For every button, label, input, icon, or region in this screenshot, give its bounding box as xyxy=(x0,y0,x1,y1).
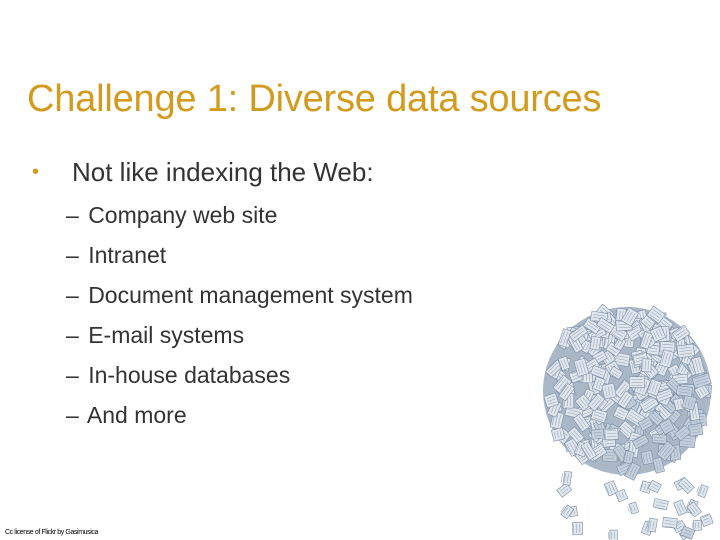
paper-sheet xyxy=(671,324,691,343)
bullet-text: Not like indexing the Web: xyxy=(72,157,374,187)
paper-sheet xyxy=(601,382,617,400)
paper-sheet xyxy=(556,482,573,498)
sub-bullet-text: E-mail systems xyxy=(88,322,245,348)
paper-sheet xyxy=(646,378,662,397)
paper-sheet xyxy=(646,517,658,533)
paper-sheet xyxy=(692,519,703,531)
paper-sheet xyxy=(638,394,660,414)
paper-ball-globe-image xyxy=(543,303,714,540)
paper-sheet xyxy=(550,427,566,442)
sub-bullet-text: Company web site xyxy=(88,202,278,228)
bullet-icon: • xyxy=(32,161,40,183)
paper-sheet xyxy=(617,390,634,409)
paper-sheet xyxy=(675,385,694,397)
sub-bullet-item: – Intranet xyxy=(66,238,413,278)
paper-sheet xyxy=(557,355,571,371)
paper-sheet xyxy=(652,456,665,474)
paper-sheet xyxy=(654,388,674,403)
sub-bullet-item: – Document management system xyxy=(66,278,413,318)
paper-sheet xyxy=(604,428,619,441)
paper-sheet xyxy=(656,440,677,462)
paper-sheet xyxy=(608,365,624,380)
dash-icon: – xyxy=(66,402,79,428)
sub-bullet-list: – Company web site – Intranet – Document… xyxy=(66,198,413,438)
paper-sheet xyxy=(631,434,650,450)
dash-icon: – xyxy=(66,362,79,388)
dash-icon: – xyxy=(66,242,79,268)
paper-sheet xyxy=(543,392,560,409)
paper-sheet xyxy=(658,418,676,435)
paper-sheet xyxy=(552,374,573,395)
paper-sheet xyxy=(681,394,697,411)
paper-sheet xyxy=(574,393,593,412)
paper-sheet xyxy=(673,499,688,517)
paper-sheet xyxy=(637,415,654,432)
paper-sheet xyxy=(696,484,709,499)
paper-sheet xyxy=(646,305,666,325)
paper-sheet xyxy=(560,504,575,520)
paper-sheet xyxy=(589,335,602,351)
paper-sheet xyxy=(590,407,608,424)
paper-sheet xyxy=(624,461,642,481)
dash-icon: – xyxy=(66,202,79,228)
paper-sheet xyxy=(627,501,640,515)
paper-sheet xyxy=(582,317,602,335)
paper-sheet xyxy=(677,476,695,495)
sub-bullet-text: And more xyxy=(86,402,187,428)
paper-sheet xyxy=(612,405,630,422)
paper-sheet xyxy=(679,525,696,540)
paper-sheet xyxy=(659,349,675,369)
paper-sheet xyxy=(596,317,615,334)
paper-sheet xyxy=(652,498,669,511)
paper-sheet xyxy=(629,376,645,388)
sub-bullet-item: – In-house databases xyxy=(66,358,413,398)
paper-sheet xyxy=(647,479,662,494)
paper-sheet xyxy=(639,331,654,350)
paper-sheet xyxy=(572,412,591,433)
image-credit: Cc license of Flickr by Gasimusica xyxy=(5,529,98,536)
paper-sheet xyxy=(651,433,668,445)
paper-sheet xyxy=(674,424,692,442)
paper-sheet xyxy=(614,488,629,503)
sub-bullet-text: Intranet xyxy=(88,242,167,268)
paper-sheet xyxy=(568,324,589,343)
paper-sheet xyxy=(590,428,605,440)
paper-sheet xyxy=(662,517,678,529)
sub-bullet-item: – Company web site xyxy=(66,198,413,238)
paper-sheet xyxy=(691,372,712,389)
paper-sheet xyxy=(572,521,583,536)
paper-sheet xyxy=(620,306,640,327)
paper-sheet xyxy=(688,422,704,437)
paper-sheet xyxy=(558,382,575,402)
paper-sheet xyxy=(603,480,619,497)
paper-sheet xyxy=(691,356,706,376)
slide-title: Challenge 1: Diverse data sources xyxy=(27,78,602,120)
paper-sheet xyxy=(608,529,618,540)
paper-sheet xyxy=(561,470,573,486)
bullet-item: • Not like indexing the Web: xyxy=(32,157,374,188)
paper-sheet xyxy=(640,450,655,466)
sub-bullet-text: In-house databases xyxy=(88,362,291,388)
paper-sheet xyxy=(587,392,606,412)
paper-sheet xyxy=(605,341,623,358)
dash-icon: – xyxy=(66,322,79,348)
paper-sheet xyxy=(641,358,652,373)
paper-sheet xyxy=(622,450,635,465)
paper-sheet xyxy=(649,325,667,343)
paper-sheet xyxy=(676,343,695,359)
paper-sheet xyxy=(686,501,702,518)
paper-sheet xyxy=(699,513,714,527)
paper-sheet xyxy=(567,426,585,445)
sub-bullet-item: – E-mail systems xyxy=(66,318,413,358)
paper-sheet xyxy=(580,441,598,461)
sub-bullet-text: Document management system xyxy=(88,282,413,308)
sub-bullet-item: – And more xyxy=(66,398,413,438)
paper-sheet xyxy=(573,357,590,377)
paper-sheet xyxy=(640,314,656,330)
paper-sheet xyxy=(590,364,607,379)
dash-icon: – xyxy=(66,282,79,308)
